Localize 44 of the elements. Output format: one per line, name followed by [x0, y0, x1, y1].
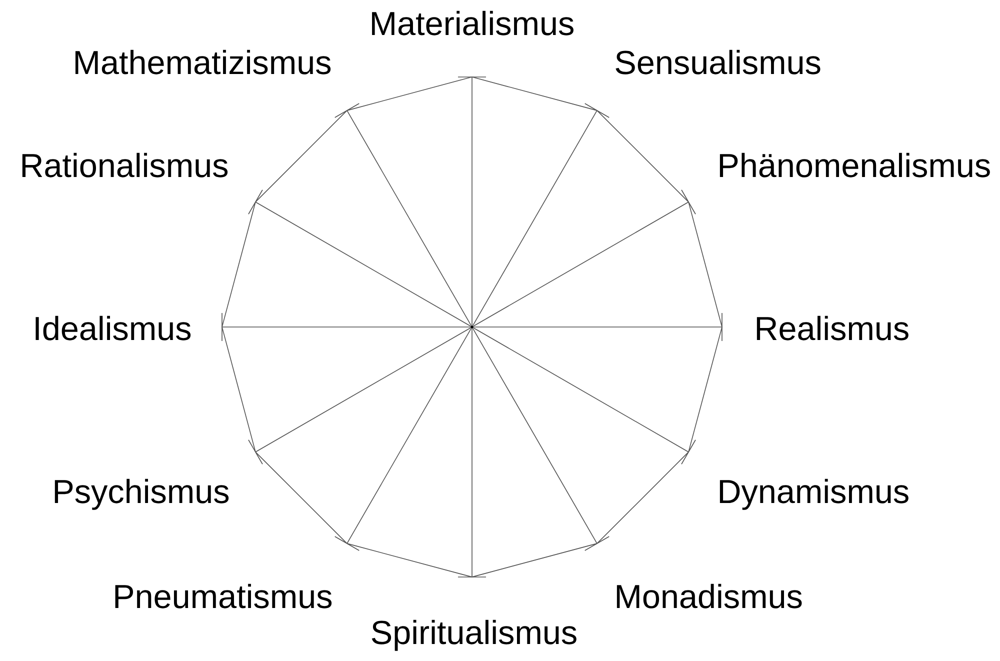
vertex-label: Monadismus [616, 584, 802, 608]
vertex-label: Psychismus [54, 478, 229, 510]
vertex-label: Dynamismus [720, 478, 908, 510]
rim-line [346, 543, 472, 578]
spoke-line [472, 328, 598, 544]
vertex-label: Mathematizismus [75, 50, 331, 74]
vertex-label: Sensualismus [616, 50, 820, 74]
vertex-label: Spiritualismus [372, 620, 576, 651]
rim-line [346, 76, 472, 111]
rim-line [222, 202, 256, 328]
vertex-label: Phänomenalismus [720, 152, 990, 178]
spoke-line [473, 327, 689, 452]
end-tick [681, 439, 696, 465]
vertex-label: Materialismus [372, 10, 574, 36]
spoke-line [255, 202, 471, 327]
spoke-line [222, 326, 471, 328]
end-tick [681, 189, 696, 215]
end-tick [584, 103, 610, 118]
end-tick [458, 76, 486, 78]
rim-line [596, 452, 689, 544]
vertex-label: Idealismus [36, 316, 191, 340]
spoke-line [473, 202, 689, 327]
end-tick [334, 536, 360, 551]
end-tick [334, 103, 360, 118]
end-tick [248, 439, 263, 465]
spoke-line [346, 328, 472, 544]
rim-line [472, 543, 598, 578]
spoke-line [472, 110, 598, 326]
rim-line [472, 76, 598, 111]
end-tick [458, 576, 486, 578]
spoke-line [473, 326, 722, 328]
rim-line [222, 326, 256, 452]
rim-line [688, 202, 722, 328]
end-tick [584, 536, 610, 551]
vertex-label: Rationalismus [22, 152, 228, 178]
end-tick [248, 189, 263, 215]
spoke-line [346, 110, 472, 326]
rim-line [255, 110, 348, 202]
rim-line [596, 110, 689, 202]
spoke-line [255, 327, 471, 452]
vertex-label: Realismus [756, 316, 908, 340]
rim-line [688, 326, 722, 452]
rim-line [255, 452, 348, 544]
vertex-label: Pneumatismus [115, 584, 332, 608]
